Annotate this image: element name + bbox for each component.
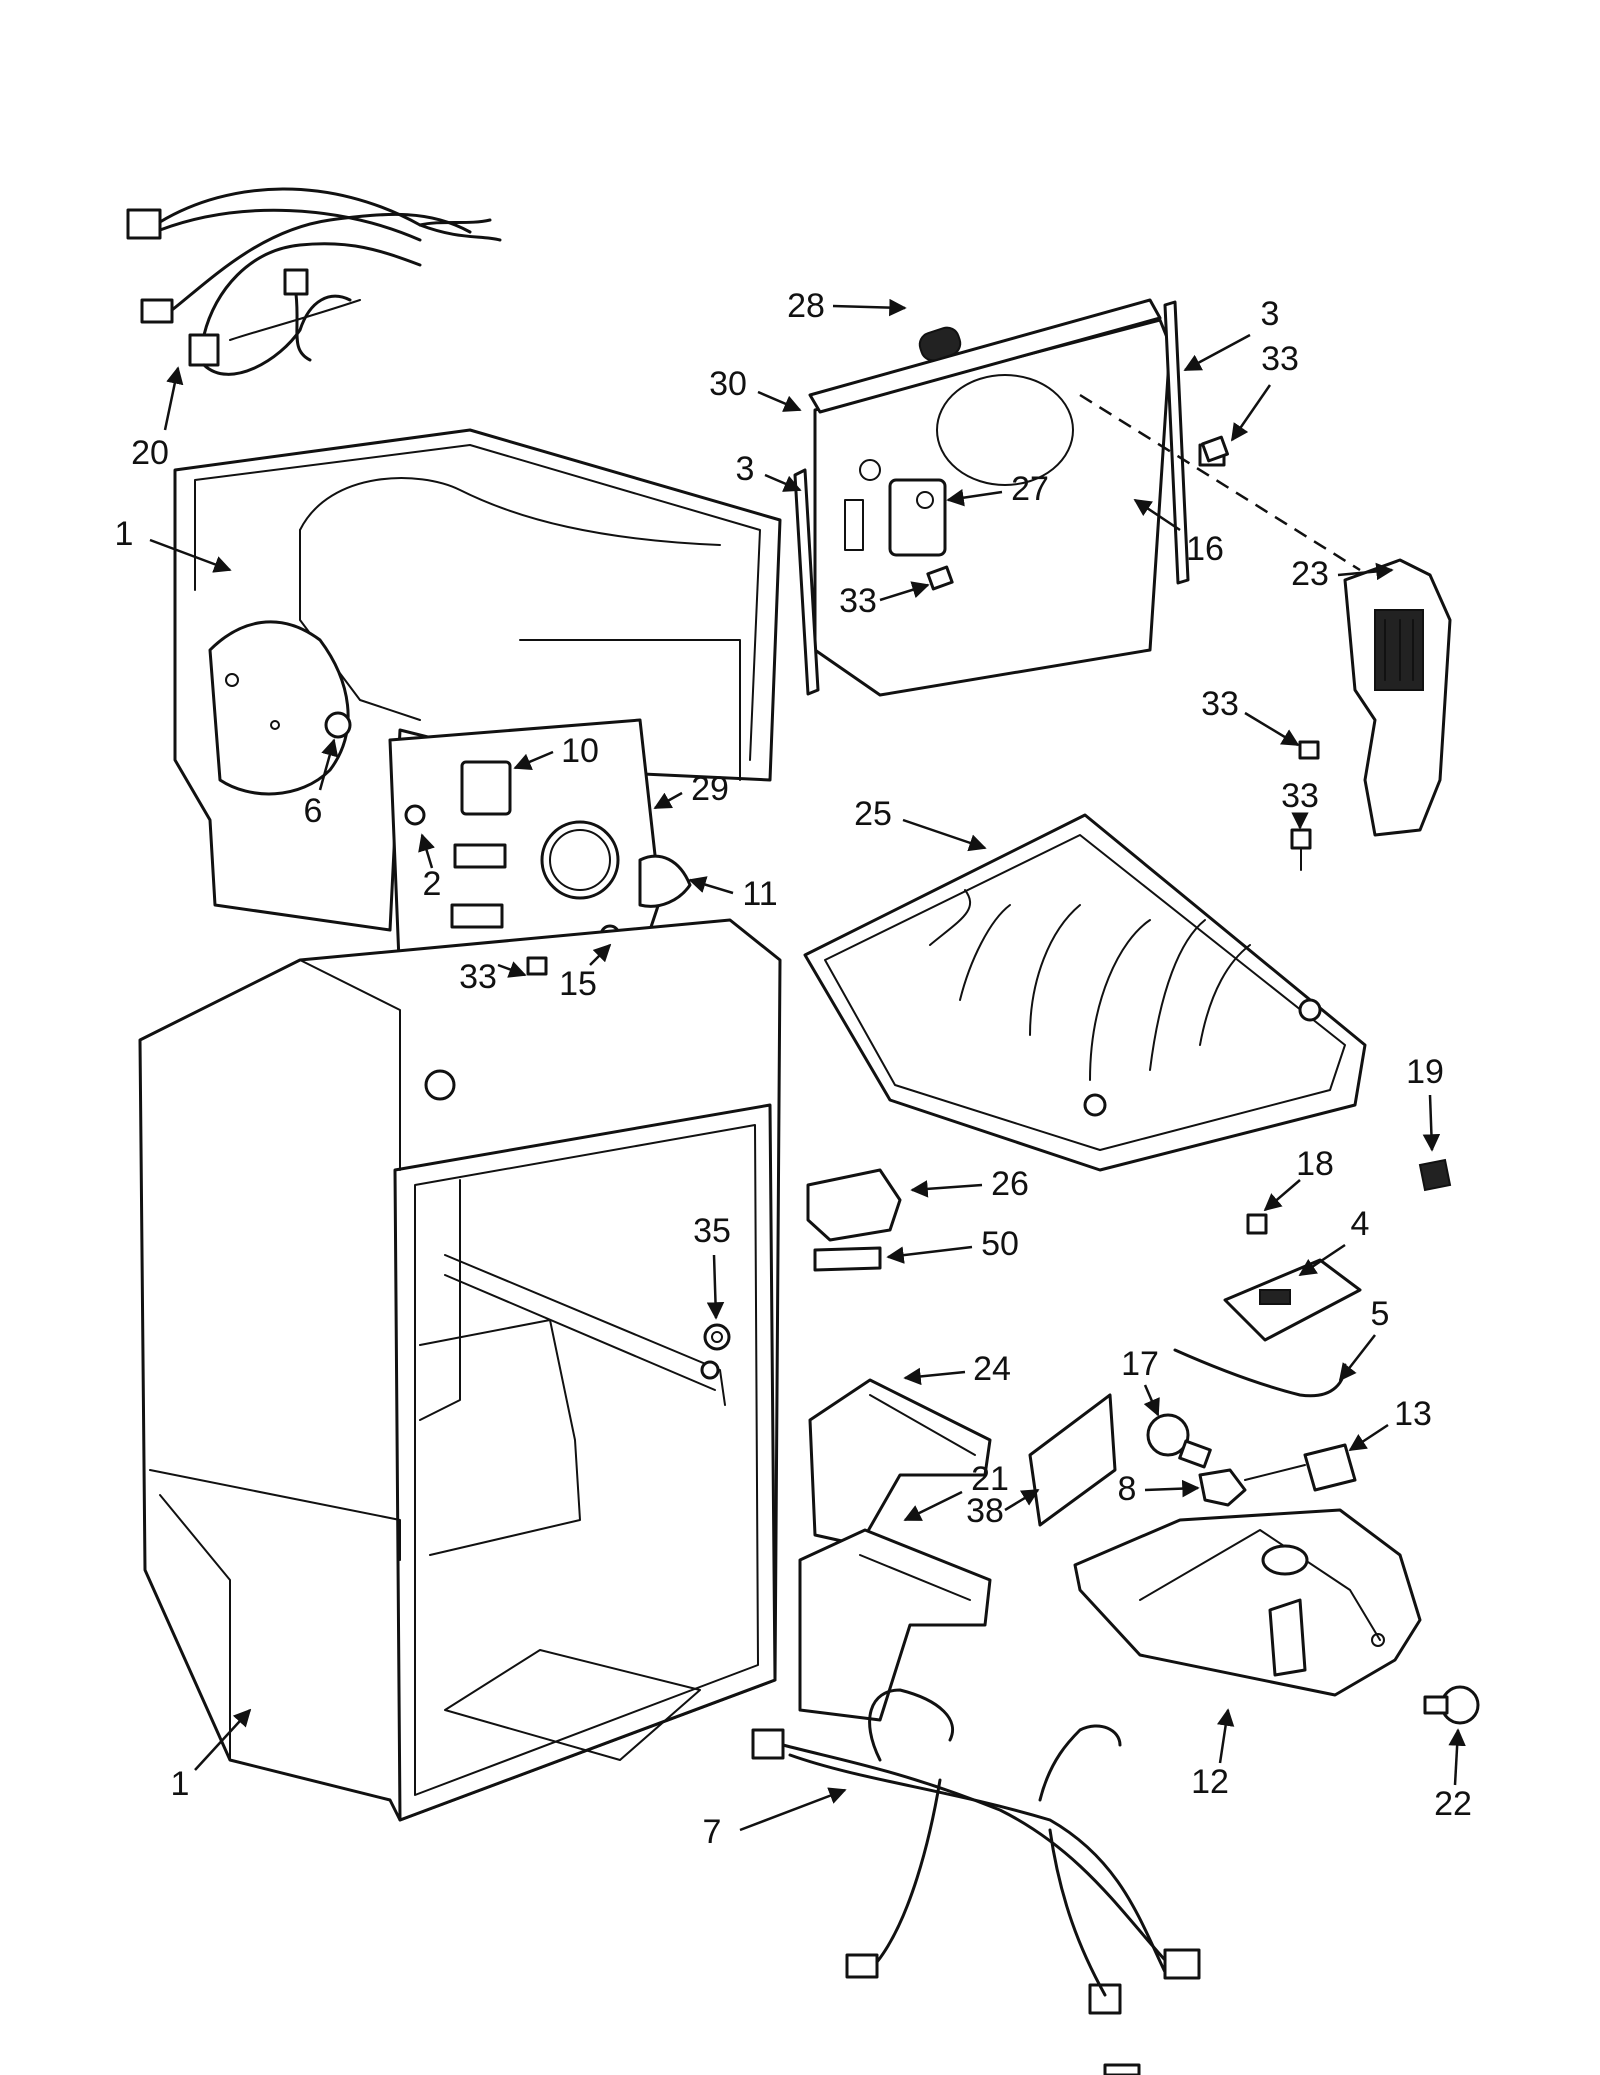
callout-50: 50 [886,1225,1019,1264]
callout-27: 27 [946,470,1049,508]
callout-label-15: 15 [559,965,597,1003]
callout-16: 16 [1133,498,1224,568]
callout-20: 20 [131,366,184,472]
callout-33-tray: 33 [1281,777,1319,830]
callouts: 1 1 2 3 3 4 5 [115,287,1472,1851]
callout-label-12: 12 [1191,1763,1229,1801]
callout-label-4: 4 [1351,1205,1370,1243]
callout-label-5: 5 [1371,1295,1390,1333]
callout-6: 6 [304,738,339,830]
callout-label-23: 23 [1291,555,1329,593]
upper-wire-harness [126,187,502,376]
callout-18: 18 [1263,1145,1334,1212]
callout-1-upper: 1 [115,515,232,573]
callout-3-right: 3 [1183,295,1280,372]
callout-33-grille: 33 [1201,685,1300,747]
callout-label-16: 16 [1186,530,1224,568]
callout-17: 17 [1121,1345,1160,1417]
callout-19: 19 [1406,1053,1444,1152]
callout-7: 7 [703,1787,847,1851]
callout-22: 22 [1434,1728,1472,1823]
callout-21: 21 [903,1460,1009,1522]
callout-2: 2 [418,833,442,903]
callout-label-24: 24 [973,1350,1011,1388]
callout-label-33-e: 33 [459,958,497,996]
callout-label-11: 11 [742,875,777,913]
crisper-tray [803,813,1367,1172]
callout-label-2: 2 [423,865,442,903]
callout-5: 5 [1338,1295,1390,1382]
callout-24: 24 [903,1350,1011,1388]
callout-label-38: 38 [966,1492,1004,1530]
callout-12: 12 [1191,1708,1235,1801]
callout-8: 8 [1118,1470,1200,1508]
callout-25: 25 [854,795,987,852]
callout-label-30: 30 [709,365,747,403]
callout-3-left: 3 [736,450,802,492]
callout-35: 35 [693,1212,731,1320]
callout-label-3-right: 3 [1261,295,1280,333]
callout-10: 10 [513,732,599,770]
callout-label-33-d: 33 [1281,777,1319,815]
lamp-housing [1073,1508,1422,1697]
callout-label-21: 21 [971,1460,1009,1498]
callout-33-rear-panel-right: 33 [1230,340,1299,442]
callout-label-17: 17 [1121,1345,1159,1383]
callout-28: 28 [787,287,907,325]
callout-label-13: 13 [1394,1395,1432,1433]
callout-label-19: 19 [1406,1053,1444,1091]
callout-label-1-upper: 1 [115,515,134,553]
lower-wire-harness [751,1688,1201,2075]
callout-label-3-left: 3 [736,450,755,488]
screws-and-small-parts [526,435,1480,1725]
callout-23: 23 [1291,555,1394,593]
callout-label-18: 18 [1296,1145,1334,1183]
callout-30: 30 [709,365,802,412]
callout-label-25: 25 [854,795,892,833]
callout-13: 13 [1348,1395,1432,1452]
callout-label-33-c: 33 [1201,685,1239,723]
callout-label-22: 22 [1434,1785,1472,1823]
callout-label-6: 6 [304,792,323,830]
callout-label-50: 50 [981,1225,1019,1263]
rear-panel [793,298,1361,697]
callout-label-33-b: 33 [839,582,877,620]
freezer-liner [173,428,782,987]
callout-label-35: 35 [693,1212,731,1250]
callout-label-10: 10 [561,732,599,770]
callout-1-lower: 1 [171,1708,252,1803]
shelf-assemblies [798,1378,992,1722]
callout-label-26: 26 [991,1165,1029,1203]
callout-label-28: 28 [787,287,825,325]
callout-label-7: 7 [703,1813,722,1851]
callout-33-liner: 33 [459,958,527,996]
callout-26: 26 [910,1165,1029,1203]
callout-4: 4 [1298,1205,1370,1277]
callout-38: 38 [966,1488,1040,1530]
callout-label-33-a: 33 [1261,340,1299,378]
callout-label-1-lower: 1 [171,1765,190,1803]
air-grille [1343,558,1452,837]
callout-label-8: 8 [1118,1470,1137,1508]
callout-29: 29 [653,770,729,810]
fresh-food-liner [138,918,782,1822]
callout-label-20: 20 [131,434,169,472]
callout-label-27: 27 [1011,470,1049,508]
callout-11: 11 [688,875,778,913]
callout-label-29: 29 [691,770,729,808]
callout-15: 15 [559,943,612,1003]
callout-33-rear-panel-left: 33 [839,581,930,620]
